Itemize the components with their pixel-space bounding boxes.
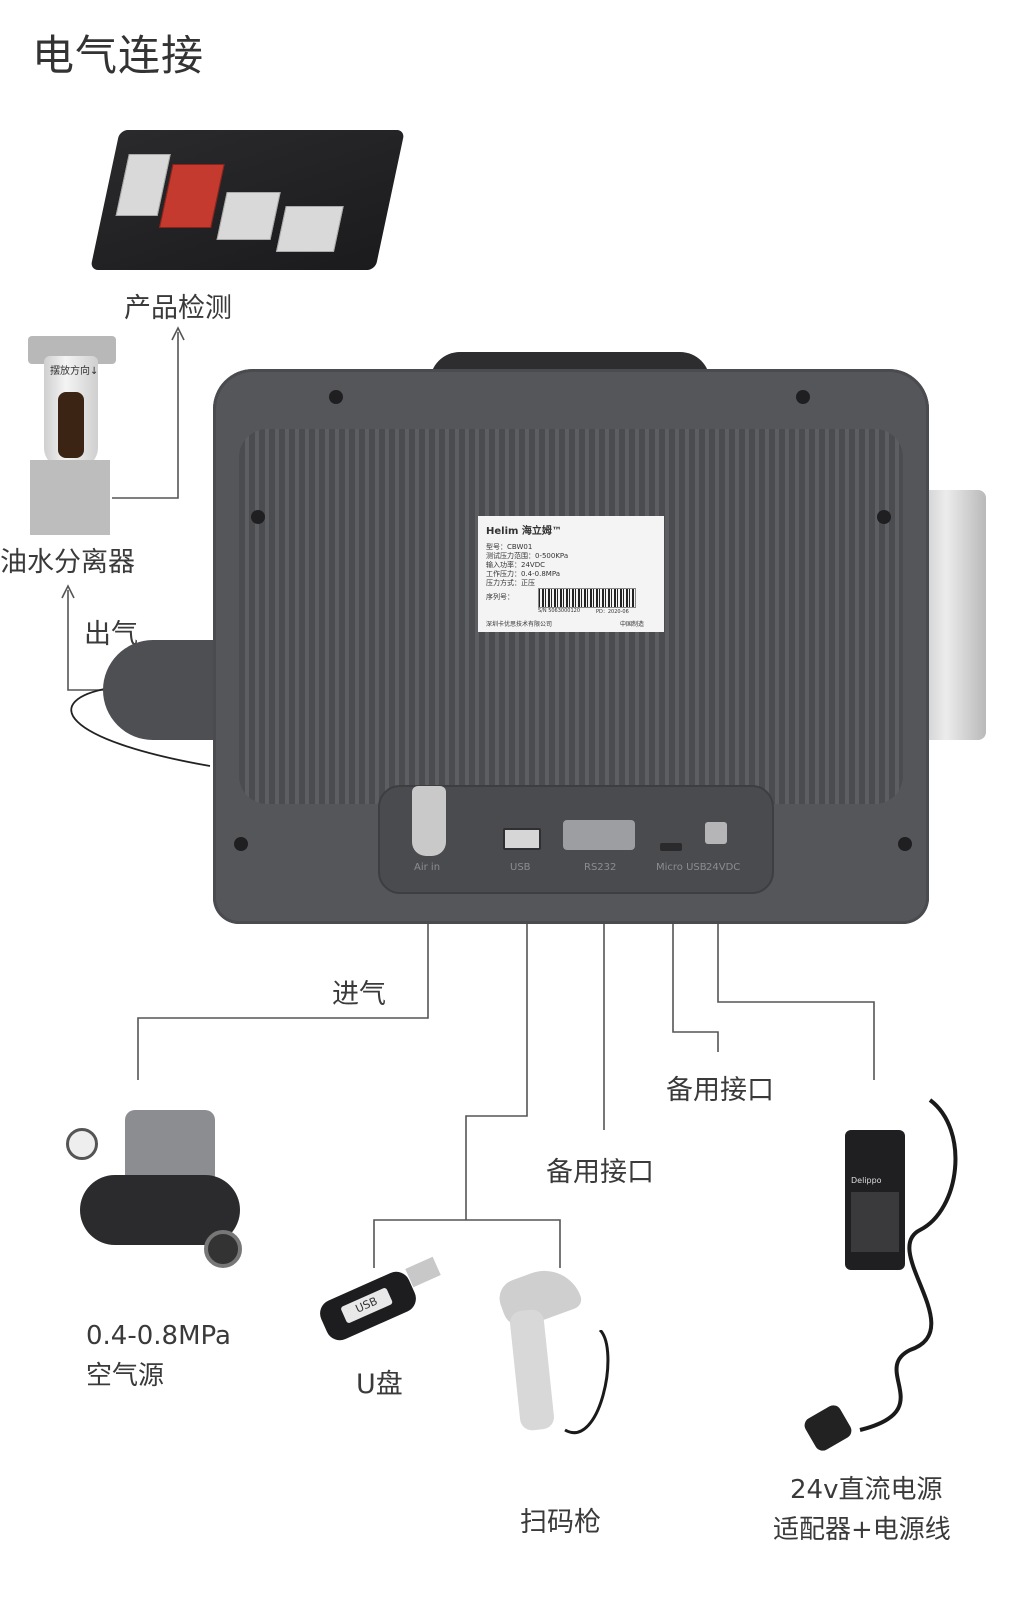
compressor-head xyxy=(125,1110,215,1185)
gauge-icon xyxy=(66,1128,98,1160)
nameplate-brand: Helim 海立姆™ xyxy=(486,526,562,537)
screw xyxy=(796,390,810,404)
nameplate-row: 输入功率：24VDC xyxy=(486,561,545,569)
port-label-dc: 24VDC xyxy=(706,862,741,873)
nameplate-row: 工作压力：0.4-0.8MPa xyxy=(486,570,561,578)
port-label-micro-usb: Micro USB xyxy=(656,862,707,873)
label-air-in: 进气 xyxy=(332,979,386,1010)
barcode xyxy=(538,588,636,608)
label-air-source: 空气源 xyxy=(86,1361,165,1391)
page-title: 电气连接 xyxy=(32,31,205,80)
rs232-port[interactable] xyxy=(563,820,635,850)
separator-bowl-image: 摆放方向↓ xyxy=(44,356,98,468)
label-backup-port-1: 备用接口 xyxy=(666,1075,774,1106)
device-nameplate: Helim 海立姆™ 型号：CBW01 测试压力范围：0-500KPa 输入功率… xyxy=(478,516,664,632)
power-adapter-image: Delippo xyxy=(845,1130,905,1270)
screw xyxy=(877,510,891,524)
label-product-test: 产品检测 xyxy=(124,293,232,324)
micro-usb-port[interactable] xyxy=(660,843,682,851)
line-usb-split xyxy=(373,1219,561,1268)
label-oil-water-separator: 油水分离器 xyxy=(0,547,135,578)
nameplate-pd: PD：2020-06 xyxy=(596,609,629,615)
dc-power-port[interactable] xyxy=(705,822,727,844)
label-scanner: 扫码枪 xyxy=(520,1507,601,1538)
nameplate-serial-label: 序列号： xyxy=(486,593,514,601)
hose-curve xyxy=(70,687,211,767)
nameplate-serial: S/N 5063000120 xyxy=(538,608,580,614)
arrow-air-out xyxy=(61,584,75,599)
nameplate-row: 压力方式：正压 xyxy=(486,579,535,587)
nameplate-row: 测试压力范围：0-500KPa xyxy=(486,552,569,560)
line-air-in xyxy=(137,885,429,1080)
battery-pack-image xyxy=(90,130,405,270)
line-micro-usb xyxy=(672,910,719,1052)
scanner-cable xyxy=(564,1330,610,1435)
usb-port[interactable] xyxy=(503,828,541,850)
arrow-product xyxy=(171,326,185,341)
screw xyxy=(329,390,343,404)
adapter-brand: Delippo xyxy=(851,1176,882,1185)
nameplate-row: 型号：CBW01 xyxy=(486,543,533,551)
line-separator-to-product xyxy=(112,332,179,499)
air-out-nozzle xyxy=(103,640,233,740)
screw xyxy=(234,837,248,851)
label-backup-port-2: 备用接口 xyxy=(546,1157,654,1188)
wheel xyxy=(204,1230,242,1268)
port-label-air-in: Air in xyxy=(414,862,441,873)
usb-drive-text: USB xyxy=(340,1287,394,1324)
line-dc xyxy=(717,885,875,1080)
screw xyxy=(898,837,912,851)
separator-base xyxy=(30,460,110,535)
port-label-rs232: RS232 xyxy=(584,862,617,873)
separator-sticker: 摆放方向↓ xyxy=(50,366,99,377)
port-label-usb: USB xyxy=(510,862,531,873)
nameplate-made-in: 中国制造 xyxy=(620,621,645,628)
air-in-port[interactable] xyxy=(412,786,446,856)
power-cable xyxy=(859,1098,958,1432)
label-power-line2: 适配器+电源线 xyxy=(773,1515,951,1545)
nameplate-company: 深圳卡优思技术有限公司 xyxy=(486,621,553,628)
label-power-line1: 24v直流电源 xyxy=(790,1475,943,1505)
label-air-source-pressure: 0.4-0.8MPa xyxy=(86,1321,231,1351)
line-usb xyxy=(465,885,528,1220)
screw xyxy=(251,510,265,524)
label-usb-drive: U盘 xyxy=(356,1369,403,1400)
